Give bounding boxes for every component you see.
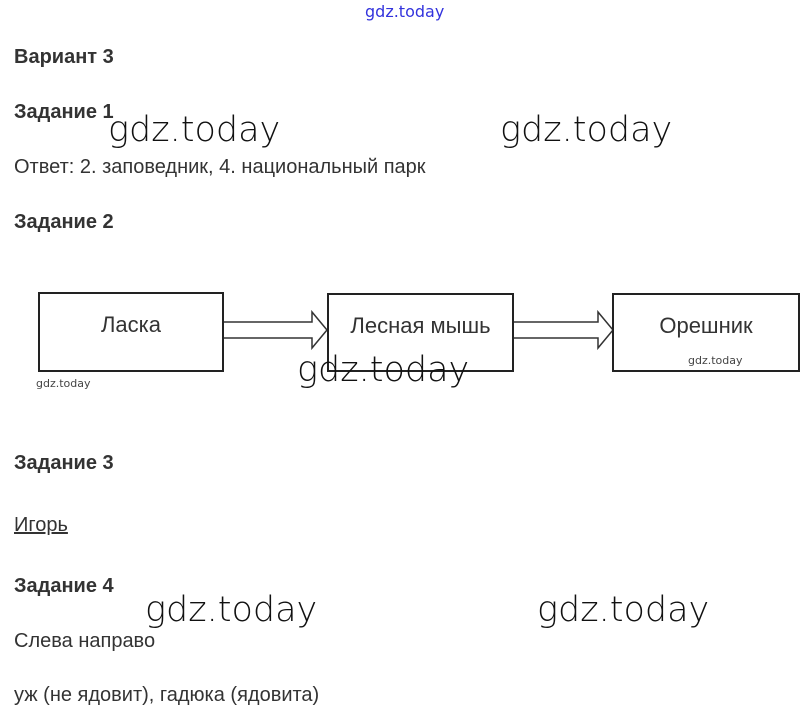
arrow-1: [222, 309, 328, 351]
chain-label-1: Ласка: [100, 312, 162, 337]
task3-heading: Задание 3: [14, 452, 114, 474]
watermark: gdz.today: [500, 110, 673, 150]
watermark-small: gdz.today: [36, 377, 91, 390]
task1-answer: Ответ: 2. заповедник, 4. национальный па…: [14, 156, 426, 178]
watermark: gdz.today: [537, 590, 710, 630]
variant-heading: Вариант 3: [14, 46, 114, 68]
chain-label-3: Орешник: [659, 313, 753, 338]
task4-heading: Задание 4: [14, 575, 114, 597]
watermark-small: gdz.today: [688, 354, 743, 367]
task1-heading: Задание 1: [14, 101, 114, 123]
task3-answer: Игорь: [14, 514, 68, 536]
watermark: gdz.today: [297, 350, 470, 390]
watermark-top: gdz.today: [365, 2, 445, 21]
task4-line2: уж (не ядовит), гадюка (ядовита): [14, 684, 320, 706]
chain-box-2: Лесная мышь: [327, 293, 514, 372]
chain-box-1: Ласка: [38, 292, 224, 372]
chain-label-2: Лесная мышь: [350, 313, 491, 338]
chain-box-3: Орешник: [612, 293, 800, 372]
task4-line1: Слева направо: [14, 630, 156, 652]
watermark: gdz.today: [108, 110, 281, 150]
watermark: gdz.today: [145, 590, 318, 630]
arrow-2: [512, 309, 614, 351]
task2-heading: Задание 2: [14, 211, 114, 233]
